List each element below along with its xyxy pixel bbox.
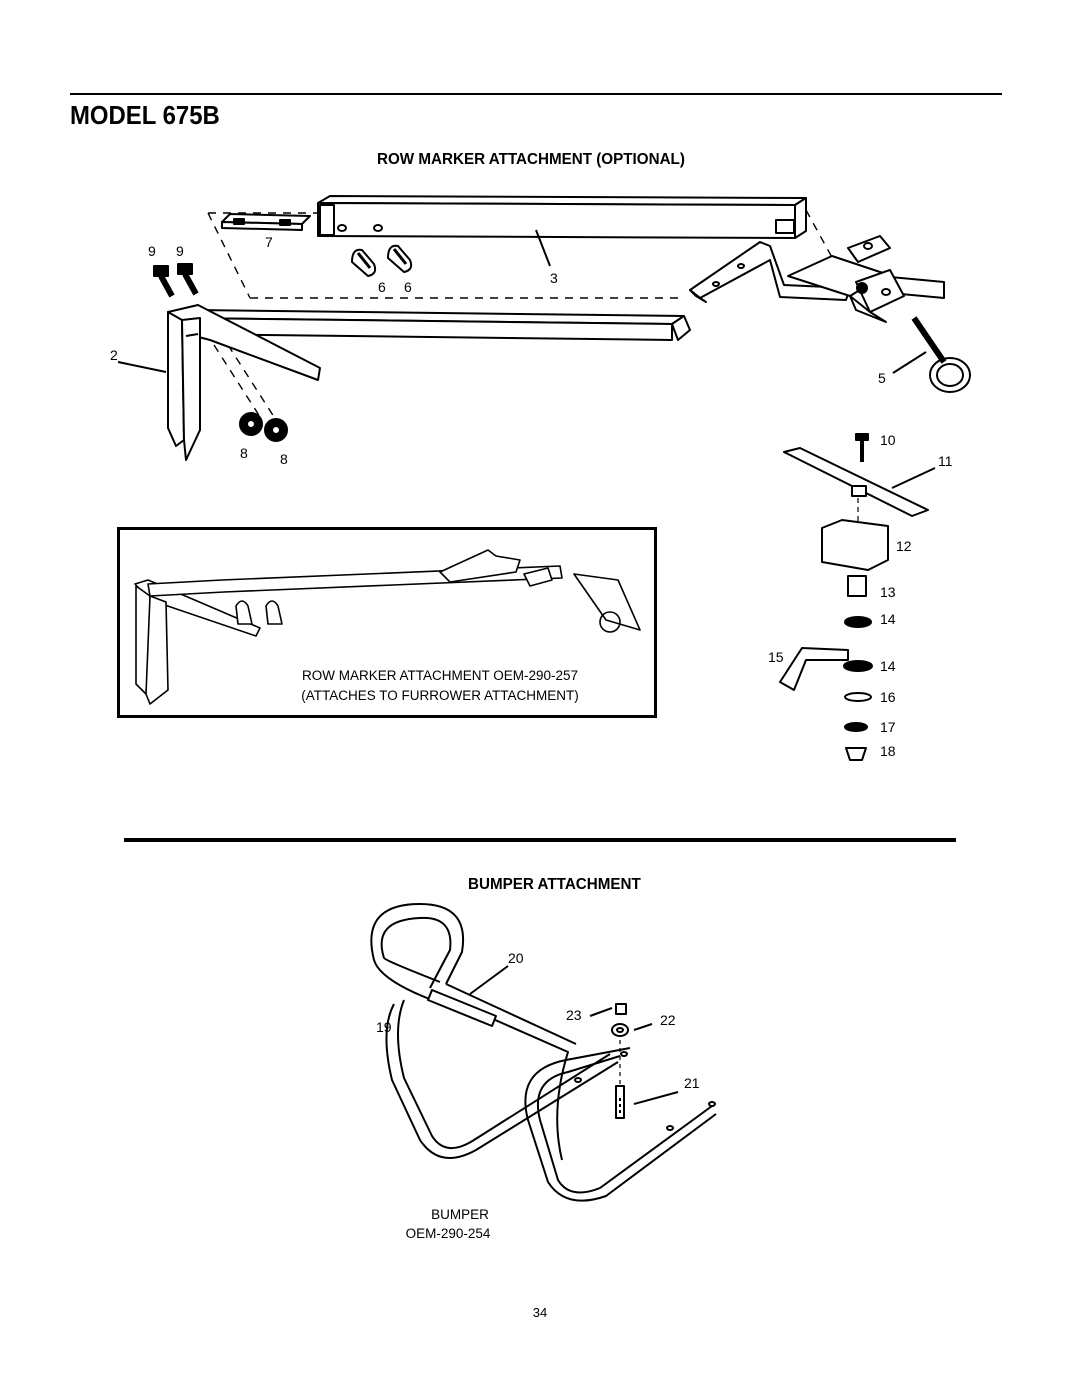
locknuts-part-8 <box>239 412 288 442</box>
callout-21: 21 <box>684 1075 700 1091</box>
callout-17: 17 <box>880 719 896 735</box>
leader-22 <box>633 1023 653 1031</box>
inset-caption-line2: (ATTACHES TO FURROWER ATTACHMENT) <box>301 688 579 703</box>
callout-8b: 8 <box>280 451 288 467</box>
callout-15: 15 <box>768 649 784 665</box>
callout-16: 16 <box>880 689 896 705</box>
lower-tube <box>183 309 691 341</box>
bolts-part-9 <box>153 263 199 298</box>
inset-assembled-row-marker <box>134 549 641 705</box>
model-title: MODEL 675B <box>70 100 220 130</box>
leader-2 <box>117 361 167 373</box>
bumper-assembly <box>370 903 717 1202</box>
callout-12: 12 <box>896 538 912 554</box>
callout-22: 22 <box>660 1012 676 1028</box>
upper-tube-part-3 <box>317 195 807 239</box>
pin-part-5 <box>911 316 971 393</box>
bumper-section-title: BUMPER ATTACHMENT <box>468 876 641 893</box>
marker-blade-part-2 <box>167 304 321 461</box>
inset-caption-line1: ROW MARKER ATTACHMENT OEM-290-257 <box>301 668 579 683</box>
callout-3: 3 <box>550 270 558 286</box>
inset-box <box>117 527 657 718</box>
leader-23 <box>589 1007 613 1017</box>
callout-2: 2 <box>110 347 118 363</box>
callout-19: 19 <box>376 1019 392 1035</box>
callout-7: 7 <box>265 234 273 250</box>
callout-9b: 9 <box>176 243 184 259</box>
callout-9a: 9 <box>148 243 156 259</box>
carriage-bolts-part-6 <box>351 244 413 277</box>
bumper-caption-line1: BUMPER <box>431 1207 489 1222</box>
row-marker-section-title: ROW MARKER ATTACHMENT (OPTIONAL) <box>377 151 685 168</box>
callout-13: 13 <box>880 584 896 600</box>
callout-8a: 8 <box>240 445 248 461</box>
leader-20 <box>469 965 509 995</box>
callout-18: 18 <box>880 743 896 759</box>
leader-5 <box>892 351 927 374</box>
plate-part-7 <box>221 213 311 231</box>
exploded-stack <box>779 433 936 761</box>
page-number: 34 <box>532 1305 548 1320</box>
callout-6b: 6 <box>404 279 412 295</box>
hinge-assembly <box>787 235 945 323</box>
callout-14a: 14 <box>880 611 896 627</box>
callout-20: 20 <box>508 950 524 966</box>
callout-14b: 14 <box>880 658 896 674</box>
callout-11: 11 <box>938 453 953 469</box>
section-divider <box>124 838 956 842</box>
leader-21 <box>633 1091 679 1105</box>
callout-5: 5 <box>878 370 886 386</box>
bumper-caption-line2: OEM-290-254 <box>405 1226 491 1241</box>
callout-23: 23 <box>566 1007 582 1023</box>
leader-3 <box>535 229 551 267</box>
callout-6a: 6 <box>378 279 386 295</box>
callout-10: 10 <box>880 432 896 448</box>
assembly-guide-lines <box>207 209 841 421</box>
top-rule <box>70 93 1002 95</box>
